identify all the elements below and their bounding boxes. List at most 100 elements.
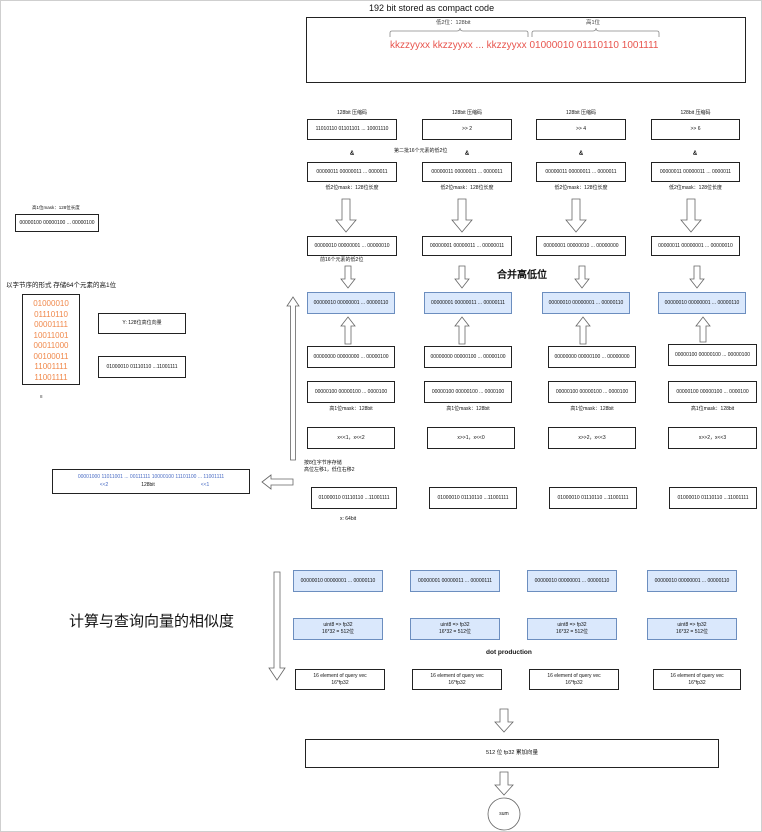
- and-symbol: &: [578, 151, 584, 157]
- query-chunk-box: 16 element of query vec 16*fp32: [295, 669, 385, 690]
- byte-row: 11001111: [34, 372, 68, 382]
- compact-code-box: [306, 17, 746, 83]
- storage-note-line: 高位左移1，低位右移2: [304, 467, 355, 473]
- low-mask-label: 低2位mask：128位长度: [668, 185, 723, 191]
- shift-op-box: x>>2，x<<3: [668, 427, 757, 449]
- left-arrow: [261, 474, 294, 490]
- low-mask-box: 00000011 00000011 ... 0000011: [536, 162, 626, 182]
- query-chunk-label: 16 element of query vec: [313, 672, 367, 679]
- query-chunk-box: 16 element of query vec 16*fp32: [412, 669, 502, 690]
- shift-op-value: x>>1，x<<0: [457, 434, 485, 441]
- column-header: 128bit 压缩码: [451, 110, 482, 116]
- conversion-box: uint8 => fp32 16*32 = 512位: [527, 618, 617, 640]
- second-batch-note: 第二批16个元素的低2位: [394, 148, 448, 154]
- byte-row: 10011001: [33, 330, 69, 340]
- high-mask-value: 00000100 00000100 ... 0000100: [555, 388, 629, 395]
- shift-op-value: x>>2，x<<3: [578, 434, 606, 441]
- down-arrow: [689, 265, 705, 289]
- x-value: 01000010 01110110 ...11001111: [318, 494, 390, 501]
- merged-value: 00000001 00000011 ... 00000111: [431, 299, 505, 306]
- low-mask-value: 00000011 00000011 ... 0000011: [431, 168, 503, 175]
- code-value: >> 4: [575, 126, 586, 133]
- byte-row: 11001111: [34, 362, 68, 371]
- first16-note: 前16个元素的低2位: [320, 257, 364, 263]
- x-value-box: 01000010 01110110 ...11001111: [669, 487, 757, 509]
- low-mask-box: 00000011 00000011 ... 0000011: [307, 162, 397, 182]
- conversion-op: uint8 => fp32: [440, 622, 470, 629]
- left-mask-box: 00000100 00000100 ... 00000100: [15, 214, 99, 232]
- high-bits-box: 00000000 00000000 ... 00000100: [307, 346, 395, 368]
- conversion-size: 16*32 = 512位: [555, 629, 589, 635]
- low-mask-label: 低2位mask：128位长度: [440, 185, 494, 191]
- column-header: 128bit 压缩码: [336, 110, 367, 116]
- y-value-box: 01000010 01110110 ...11001111: [98, 356, 186, 378]
- query-chunk-box: 16 element of query vec 16*fp32: [529, 669, 619, 690]
- high-mask-box: 00000100 00000100 ... 0000100: [668, 381, 757, 403]
- high-mask-value: 00000100 00000100 ... 0000100: [314, 388, 388, 395]
- sum-label: sum: [499, 811, 509, 817]
- and-symbol: &: [349, 151, 355, 157]
- conversion-size: 16*32 = 512位: [321, 629, 355, 635]
- down-arrow: [494, 771, 514, 796]
- merged-box: 00000010 00000001 ... 00000110: [658, 292, 746, 314]
- high-mask-label: 高1位mask：128bit: [446, 406, 490, 412]
- high-bits-value: 00000000 00000000 ... 00000100: [313, 353, 389, 360]
- low-bits-box: 00000011 00000001 ... 00000010: [651, 236, 740, 256]
- bytes-footnote: 8: [40, 394, 43, 399]
- down-arrow: [574, 265, 590, 289]
- low-mask-label: 低2位mask：128位长度: [554, 185, 608, 191]
- compact-low-bits: kkzzyyxx kkzzyyxx ... kkzzyyxx: [390, 40, 527, 51]
- code-value: 11010110 01101101 ... 10001110: [315, 126, 389, 133]
- low-bits-label: 低2位：128bit: [436, 20, 471, 26]
- x-value-box: 01000010 01110110 ...11001111: [429, 487, 517, 509]
- low-mask-value: 00000011 00000011 ... 0000011: [316, 168, 388, 175]
- shifted-width-label: 128bit: [141, 482, 155, 488]
- conversion-box: uint8 => fp32 16*32 = 512位: [293, 618, 383, 640]
- byte-row: 01110110: [34, 309, 68, 319]
- low-mask-value: 00000011 00000011 ... 0000011: [659, 168, 732, 175]
- tall-down-arrow: [268, 571, 286, 681]
- shift-box: >> 2: [422, 119, 512, 140]
- high-mask-box: 00000100 00000100 ... 0000100: [424, 381, 512, 403]
- conversion-box: uint8 => fp32 16*32 = 512位: [647, 618, 737, 640]
- accumulator-box: 512 位 fp32 累加向量: [305, 739, 719, 768]
- column-header: 128bit 压缩码: [680, 110, 711, 116]
- low-bits-box: 00000001 00000010 ... 00000000: [536, 236, 626, 256]
- low-mask-label: 低2位mask：128位长度: [325, 185, 379, 191]
- high-bits-box: 00000000 00000100 ... 00000000: [548, 346, 636, 368]
- input-value: 00000010 00000001 ... 00000110: [534, 577, 610, 584]
- input-value: 00000001 00000011 ... 00000111: [418, 577, 492, 584]
- x-value: 01000010 01110110 ...11001111: [557, 494, 629, 501]
- input-value: 00000010 00000001 ... 00000110: [654, 577, 730, 584]
- merged-box: 00000010 00000001 ... 00000110: [542, 292, 630, 314]
- byte-row: 00011000: [33, 341, 69, 350]
- conversion-size: 16*32 = 512位: [438, 629, 472, 635]
- input-box: 00000001 00000011 ... 00000111: [410, 570, 500, 592]
- compact-high-bits: 01000010 01110110 1001111: [529, 40, 659, 51]
- high-bits-bytes-box: 01000010 01110110 00001111 10011001 0001…: [22, 294, 80, 385]
- low-bits-value: 00000001 00000010 ... 00000000: [543, 242, 619, 249]
- high-bits-box: 00000000 00000100 ... 00000100: [424, 346, 512, 368]
- shifted-vector-box: [52, 469, 250, 494]
- down-arrow: [494, 708, 514, 733]
- query-chunk-size: 16*fp32: [448, 679, 466, 686]
- up-arrow: [695, 316, 711, 343]
- query-chunk-label: 16 element of query vec: [547, 672, 601, 679]
- conversion-op: uint8 => fp32: [677, 622, 707, 629]
- high-bits-value: 00000100 00000100 ... 00000100: [674, 351, 751, 358]
- conversion-box: uint8 => fp32 16*32 = 512位: [410, 618, 500, 640]
- conversion-size: 16*32 = 512位: [675, 629, 709, 635]
- merge-label: 合并高低位: [497, 270, 547, 281]
- shift-box: >> 6: [651, 119, 740, 140]
- x-value: 01000010 01110110 ...11001111: [677, 494, 749, 501]
- high-bits-value: 00000000 00000100 ... 00000100: [430, 353, 506, 360]
- accumulator-label: 512 位 fp32 累加向量: [486, 749, 538, 756]
- x-value-box: 01000010 01110110 ...11001111: [549, 487, 637, 509]
- down-arrow: [451, 198, 473, 233]
- low-bits-box: 00000001 00000011 ... 00000011: [422, 236, 512, 256]
- low-mask-box: 00000011 00000011 ... 0000011: [422, 162, 512, 182]
- low-bits-value: 00000011 00000001 ... 00000010: [658, 242, 733, 249]
- shift-op-box: x<<1，x<<2: [307, 427, 395, 449]
